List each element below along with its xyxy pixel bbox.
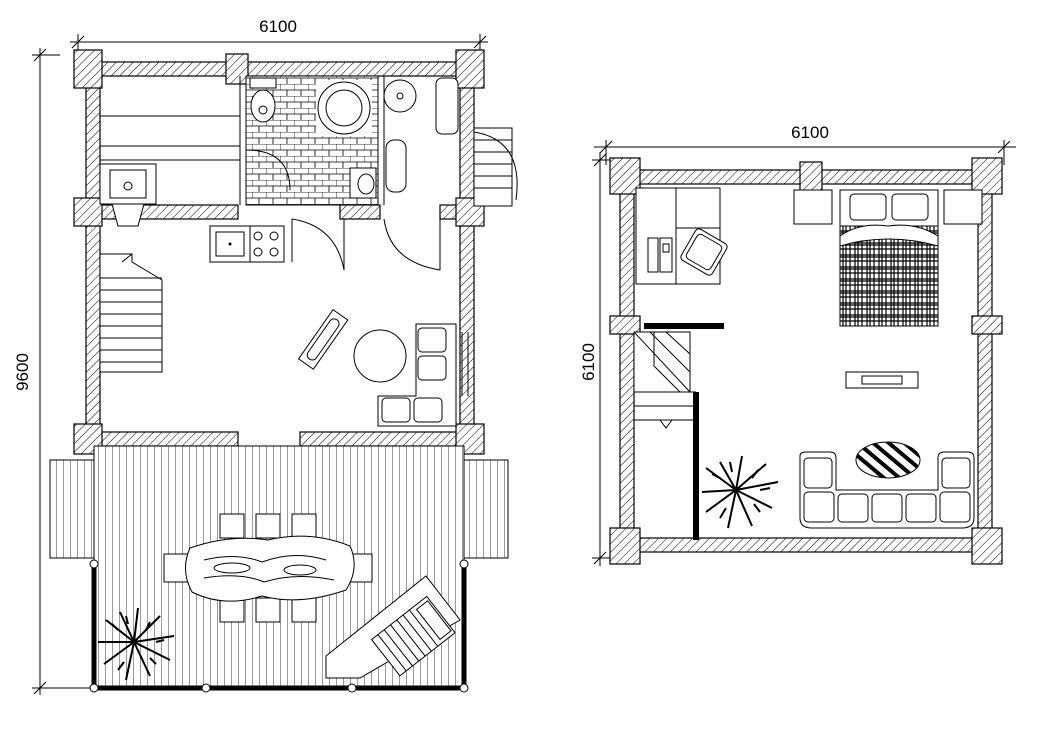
upper-height-label: 6100 [579, 343, 598, 381]
utility-room [383, 77, 459, 205]
kitchen [209, 225, 285, 263]
ground-height-label: 9600 [13, 353, 32, 391]
corner-sofa [377, 323, 457, 427]
study-desk [635, 187, 728, 285]
upper-lounge [799, 441, 975, 529]
sun-lounger [325, 575, 461, 679]
stove-icon [249, 225, 285, 263]
nightstand-left [793, 189, 833, 225]
bedroom [793, 189, 983, 327]
upper-width-label: 6100 [791, 123, 829, 142]
upper-plant-icon [701, 455, 779, 529]
sink-icon [357, 173, 375, 195]
terrace-plant-icon [98, 607, 175, 681]
ground-width-label: 6100 [259, 17, 297, 36]
entry-steps [473, 127, 518, 207]
dining-set [163, 513, 373, 623]
computer-monitor [647, 237, 659, 273]
upper-staircase [633, 331, 696, 429]
upper-height-dimension: 6100 [579, 152, 620, 566]
ground-height-dimension: 9600 [13, 48, 90, 695]
ground-width-dimension: 6100 [70, 17, 488, 60]
ground-walls [73, 49, 485, 455]
ground-floor-plan: 6100 9600 [13, 17, 518, 695]
dining-table [185, 535, 355, 602]
toilet-tank [249, 77, 277, 89]
bathroom [245, 75, 379, 206]
upper-walls [609, 157, 1003, 565]
pillow-left [849, 193, 887, 221]
water-heater [385, 139, 407, 193]
boiler [435, 77, 459, 135]
pillow-right [891, 193, 929, 221]
round-rug [353, 329, 407, 383]
upper-width-dimension: 6100 [594, 123, 1016, 165]
ground-staircase [99, 253, 163, 373]
oval-rug [855, 441, 921, 479]
office-chair [680, 228, 728, 276]
upper-floor-plan: 6100 6100 [579, 123, 1016, 566]
living-room [297, 308, 469, 427]
sauna-area [99, 115, 240, 227]
nightstand-right [943, 189, 983, 225]
tv-stand [845, 371, 919, 389]
coffee-table [297, 308, 349, 370]
